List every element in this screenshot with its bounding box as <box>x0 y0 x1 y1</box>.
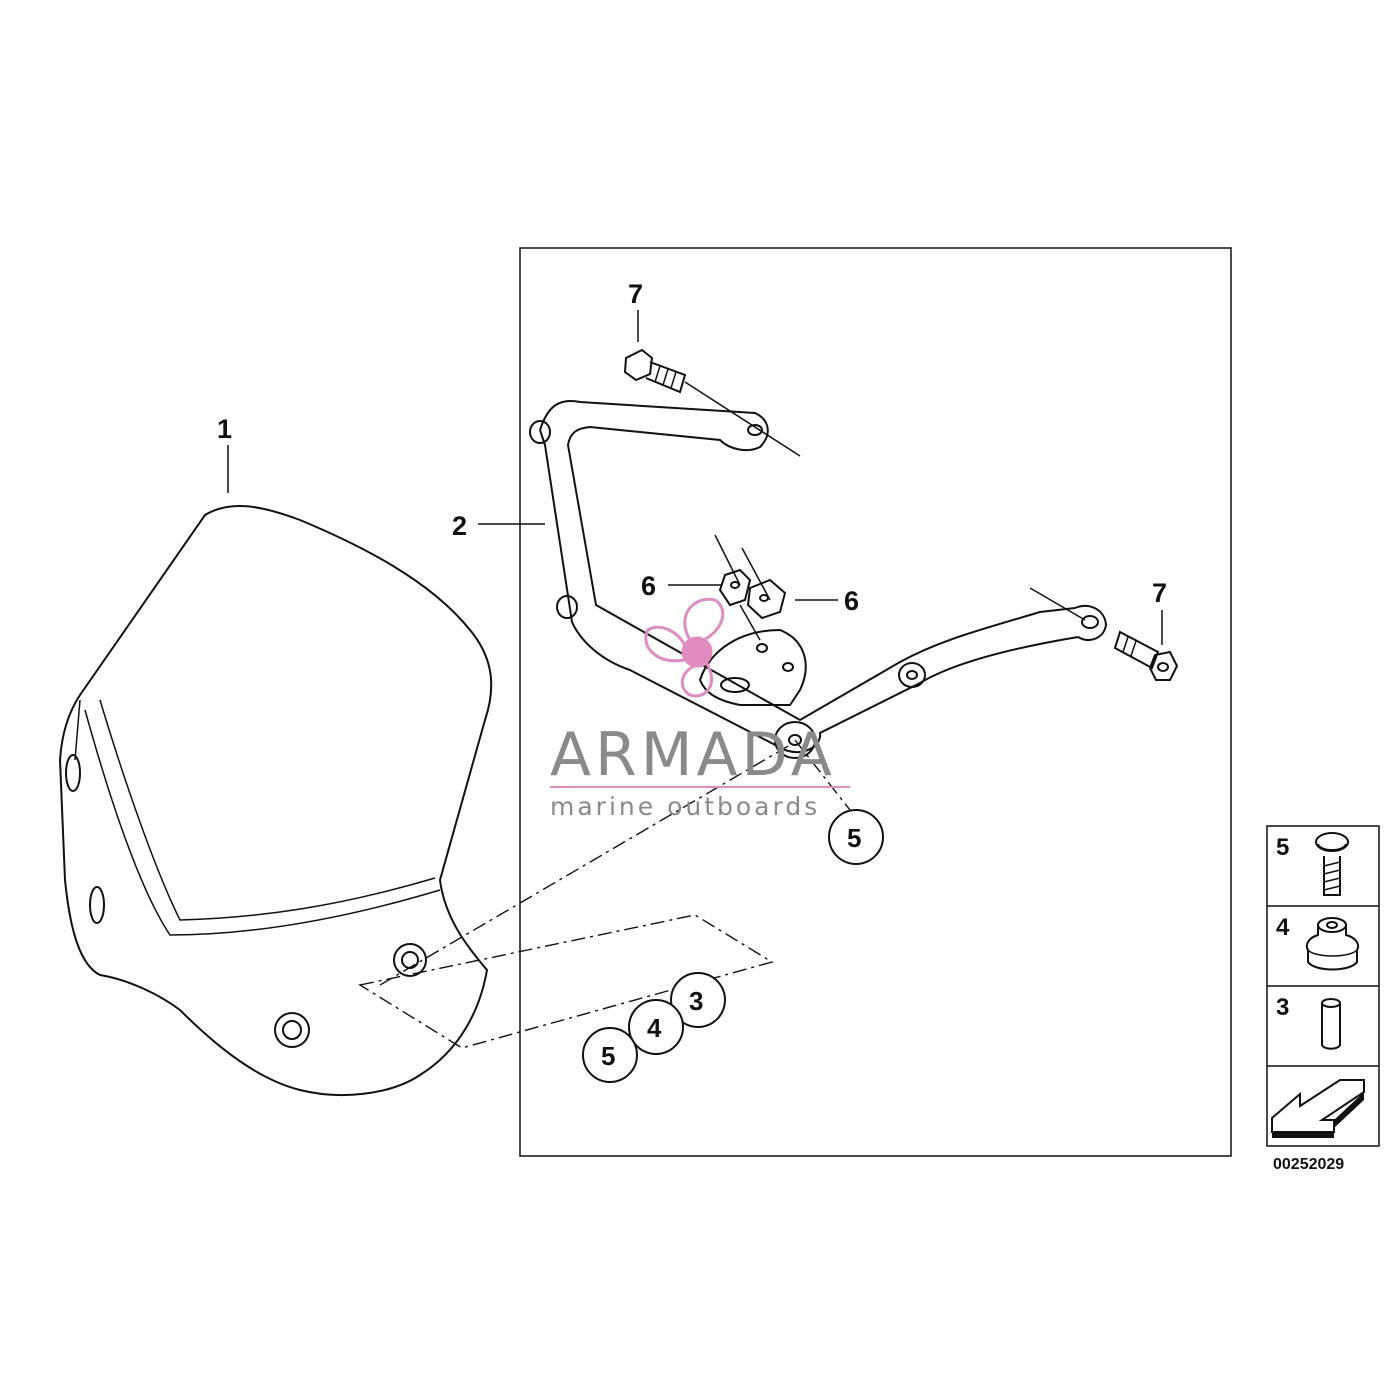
svg-text:5: 5 <box>847 823 861 853</box>
rubber-grommet-icon <box>1305 917 1360 971</box>
svg-text:5: 5 <box>601 1041 615 1071</box>
legend-label-4: 4 <box>1276 914 1290 941</box>
circled-callout-5-main: 5 <box>828 809 884 865</box>
direction-arrow-icon <box>1271 1079 1365 1138</box>
legend-label-3: 3 <box>1276 994 1289 1021</box>
callout-6-left: 6 <box>641 571 656 601</box>
callout-7-right: 7 <box>1152 578 1167 608</box>
diagram-code: 00252029 <box>1273 1156 1344 1173</box>
propeller-icon <box>644 597 725 698</box>
circled-callout-3: 3 <box>670 972 726 1028</box>
svg-text:4: 4 <box>647 1013 662 1043</box>
legend-table: 5 4 3 <box>1266 825 1380 1147</box>
callout-7-top: 7 <box>628 279 643 309</box>
bracket-group-frame <box>519 247 1232 1157</box>
windshield-part <box>58 505 493 1096</box>
screw-top-part <box>623 348 801 457</box>
screw-right-part <box>1029 587 1179 681</box>
brand-tagline: marine outboards <box>550 792 820 821</box>
legend-label-5: 5 <box>1276 834 1289 861</box>
clip-nuts-part <box>714 534 787 641</box>
armada-watermark: ARMADA marine outboards <box>550 597 850 821</box>
bracket-part <box>529 400 1108 759</box>
svg-text:3: 3 <box>689 986 703 1016</box>
brand-name: ARMADA <box>550 720 836 790</box>
callout-1: 1 <box>217 414 232 444</box>
sleeve-icon <box>1321 998 1341 1050</box>
screw-icon <box>1315 832 1349 896</box>
callout-6-right: 6 <box>844 586 859 616</box>
circled-callout-4: 4 <box>628 999 684 1055</box>
circled-callout-5-group: 5 <box>582 1027 638 1083</box>
callout-2: 2 <box>452 511 467 541</box>
